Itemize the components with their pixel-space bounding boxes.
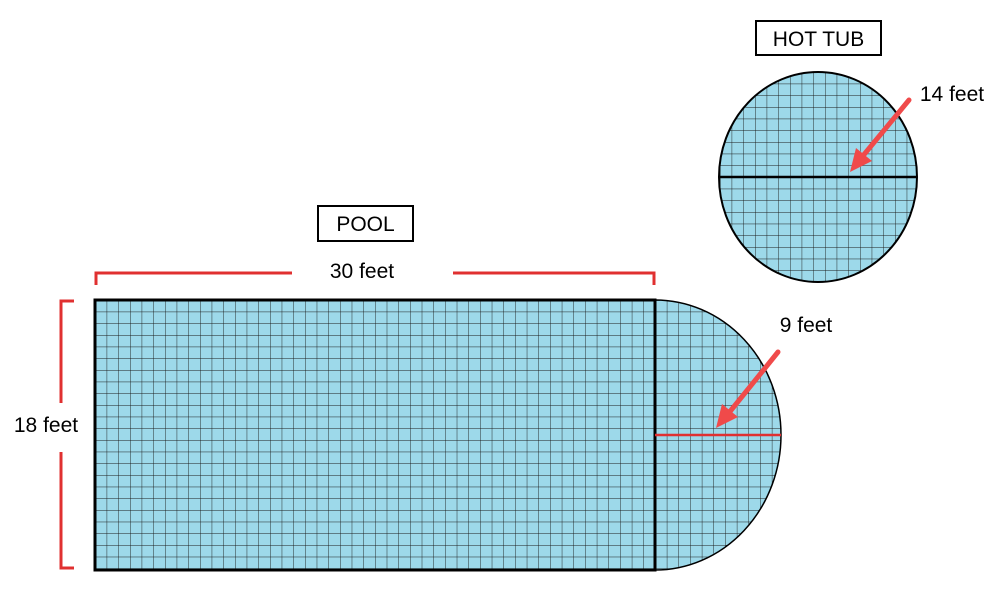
pool-rectangle [93,298,657,572]
width-label: 18 feet [14,414,78,437]
pool-title-box [317,205,414,242]
hot-tub-title: HOT TUB [773,28,864,51]
width-dimension-bracket [59,299,74,570]
diameter-label: 14 feet [920,83,984,106]
length-dimension-bracket [94,271,656,285]
pool-title: POOL [336,213,394,236]
hot-tub-title-box [755,20,882,56]
radius-label: 9 feet [780,314,833,337]
length-label: 30 feet [330,260,394,283]
radius-arrow [716,349,781,428]
diameter-arrow [850,97,912,172]
